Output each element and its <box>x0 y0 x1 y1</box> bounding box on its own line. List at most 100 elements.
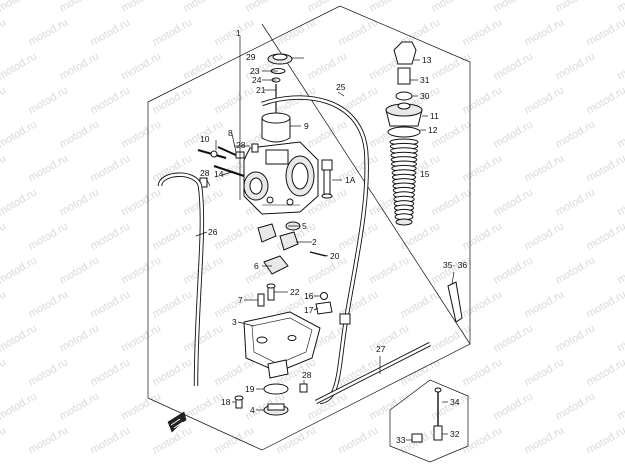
watermark-text: motod.ru <box>337 152 381 184</box>
watermark-text: motod.ru <box>58 390 102 422</box>
float-2 <box>257 223 299 251</box>
watermark-text: motod.ru <box>554 0 598 15</box>
cable-adjuster-1a <box>321 159 333 199</box>
callout-28-c: 28 <box>302 370 312 380</box>
watermark-text: motod.ru <box>0 152 8 184</box>
watermark-text: motod.ru <box>368 0 412 15</box>
watermark-text: motod.ru <box>0 288 8 320</box>
callout-30: 30 <box>420 91 430 101</box>
callout-13: 13 <box>422 55 432 65</box>
watermark-text: motod.ru <box>0 118 39 150</box>
carburetor-body <box>243 141 319 215</box>
watermark-text: motod.ru <box>523 84 567 116</box>
watermark-text: motod.ru <box>151 84 195 116</box>
watermark-text: motod.ru <box>523 356 567 388</box>
callout-19: 19 <box>245 384 255 394</box>
callout-9: 9 <box>304 121 309 131</box>
bolt-18 <box>234 395 244 409</box>
jet-33 <box>411 433 423 443</box>
watermark-text: motod.ru <box>461 84 505 116</box>
callout-6: 6 <box>254 261 259 271</box>
throttle-valve-9 <box>261 112 291 143</box>
screw-14 <box>213 164 245 178</box>
watermark-text: motod.ru <box>213 288 257 320</box>
callout-33: 33 <box>396 435 406 445</box>
watermark-text: motod.ru <box>58 0 102 15</box>
watermark-text: motod.ru <box>0 424 8 456</box>
watermark-text: motod.ru <box>27 424 71 456</box>
callout-17: 17 <box>304 305 314 315</box>
gasket-12 <box>387 126 421 138</box>
boot-13 <box>393 41 417 65</box>
watermark-text: motod.ru <box>151 152 195 184</box>
watermark-text: motod.ru <box>461 152 505 184</box>
watermark-text: motod.ru <box>461 356 505 388</box>
watermark-text: motod.ru <box>585 152 625 184</box>
hose-26 <box>157 172 205 387</box>
top-cap-29 <box>267 53 293 65</box>
watermark-text: motod.ru <box>554 254 598 286</box>
watermark-text: motod.ru <box>182 390 226 422</box>
watermark-text: motod.ru <box>523 288 567 320</box>
pilot-jet-22 <box>266 283 276 301</box>
callout-23: 23 <box>250 66 260 76</box>
watermark-text: motod.ru <box>492 390 536 422</box>
watermark-text: motod.ru <box>368 390 412 422</box>
spring-15 <box>389 138 419 226</box>
watermark-text: motod.ru <box>0 84 8 116</box>
callout-29: 29 <box>246 52 256 62</box>
callout-28-a: 28 <box>236 140 246 150</box>
callout-14: 14 <box>214 169 224 179</box>
watermark-text: motod.ru <box>523 424 567 456</box>
watermark-text: motod.ru <box>27 288 71 320</box>
watermark-text: motod.ru <box>0 254 39 286</box>
watermark-text: motod.ru <box>151 16 195 48</box>
watermark-text: motod.ru <box>430 0 474 15</box>
cap-11 <box>385 102 423 127</box>
callout-7: 7 <box>238 295 243 305</box>
watermark-text: motod.ru <box>0 322 39 354</box>
watermark-text: motod.ru <box>430 186 474 218</box>
callout-5: 5 <box>302 221 307 231</box>
watermark-text: motod.ru <box>554 390 598 422</box>
watermark-text: motod.ru <box>27 16 71 48</box>
callout-11: 11 <box>430 111 439 121</box>
watermark-text: motod.ru <box>492 50 536 82</box>
watermark-text: motod.ru <box>492 0 536 15</box>
watermark-text: motod.ru <box>182 254 226 286</box>
watermark-text: motod.ru <box>523 152 567 184</box>
callout-1a: 1A <box>345 175 356 185</box>
watermark-text: motod.ru <box>461 16 505 48</box>
watermark-text: motod.ru <box>554 322 598 354</box>
callout-26: 26 <box>208 227 218 237</box>
inset-frame <box>389 379 469 463</box>
screw-16 <box>320 292 328 300</box>
watermark-text: motod.ru <box>554 118 598 150</box>
watermark-text: motod.ru <box>89 288 133 320</box>
callout-32: 32 <box>450 429 460 439</box>
watermark-text: motod.ru <box>151 220 195 252</box>
watermark-text: motod.ru <box>585 16 625 48</box>
watermark-text: motod.ru <box>213 16 257 48</box>
callout-20: 20 <box>330 251 340 261</box>
watermark-text: motod.ru <box>337 424 381 456</box>
watermark-text: motod.ru <box>0 186 39 218</box>
callout-34: 34 <box>450 397 460 407</box>
spring-seat <box>395 218 413 226</box>
adjuster-31 <box>397 67 411 85</box>
watermark-text: motod.ru <box>585 288 625 320</box>
callout-35-36: 35· 36 <box>443 260 467 270</box>
callout-18: 18 <box>221 397 231 407</box>
needle-34 <box>434 387 442 430</box>
watermark-text: motod.ru <box>0 16 8 48</box>
watermark-text: motod.ru <box>27 220 71 252</box>
watermark-text: motod.ru <box>120 186 164 218</box>
watermark-text: motod.ru <box>89 152 133 184</box>
float-chamber-3 <box>243 311 321 379</box>
watermark-text: motod.ru <box>244 0 288 15</box>
hose-27 <box>315 342 431 404</box>
watermark-text: motod.ru <box>616 0 625 15</box>
watermark-text: motod.ru <box>275 16 319 48</box>
watermark-text: motod.ru <box>213 220 257 252</box>
